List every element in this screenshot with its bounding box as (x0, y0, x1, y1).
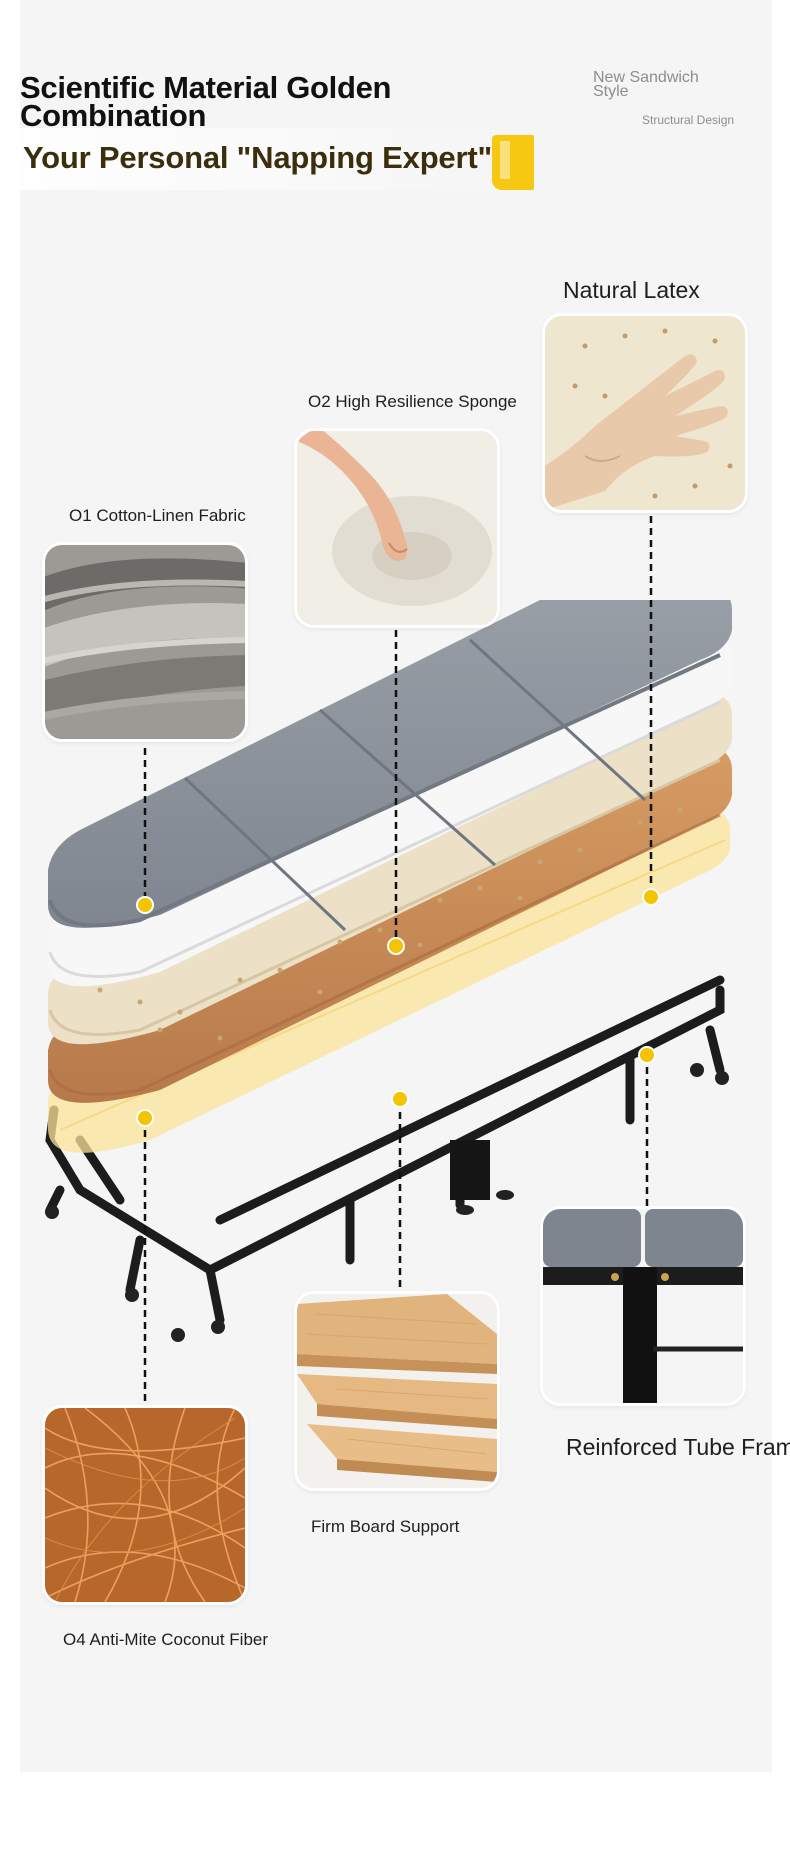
label-board: Firm Board Support (311, 1517, 460, 1536)
coconut-fiber-closeup-image (42, 1405, 248, 1605)
page-title: Scientific Material Golden Combination (20, 70, 450, 133)
fabric-panel-seams (183, 638, 647, 932)
latex-closeup-image (542, 313, 748, 513)
yellow-tab-decoration (492, 135, 534, 190)
mattress-exploded-view (20, 600, 772, 1360)
label-frame: Reinforced Tube Frame (566, 1434, 790, 1460)
sponge-closeup-image (294, 428, 500, 628)
frame-bracket (450, 1140, 490, 1200)
label-latex: Natural Latex (563, 277, 700, 303)
latex-pinholes (97, 807, 683, 1041)
side-title: New Sandwich Style (593, 69, 699, 100)
fabric-layer (48, 600, 732, 928)
page-title-line1: Scientific Material Golden (20, 70, 392, 105)
board-closeup-image (294, 1291, 500, 1491)
label-coconut: O4 Anti-Mite Coconut Fiber (63, 1630, 269, 1649)
frame-closeup-image (540, 1206, 746, 1406)
page-subtitle: Your Personal "Napping Expert" (23, 140, 492, 175)
page-title-line2: Combination (20, 98, 207, 133)
fabric-closeup-image (42, 542, 248, 742)
label-sponge: O2 High Resilience Sponge (308, 392, 517, 411)
label-cotton-linen: O1 Cotton-Linen Fabric (69, 506, 246, 525)
side-subtitle: Structural Design (642, 113, 735, 127)
latex-layer (48, 689, 732, 1045)
frame-caster-wheels (45, 1063, 729, 1342)
subtitle-highlight (14, 128, 514, 190)
